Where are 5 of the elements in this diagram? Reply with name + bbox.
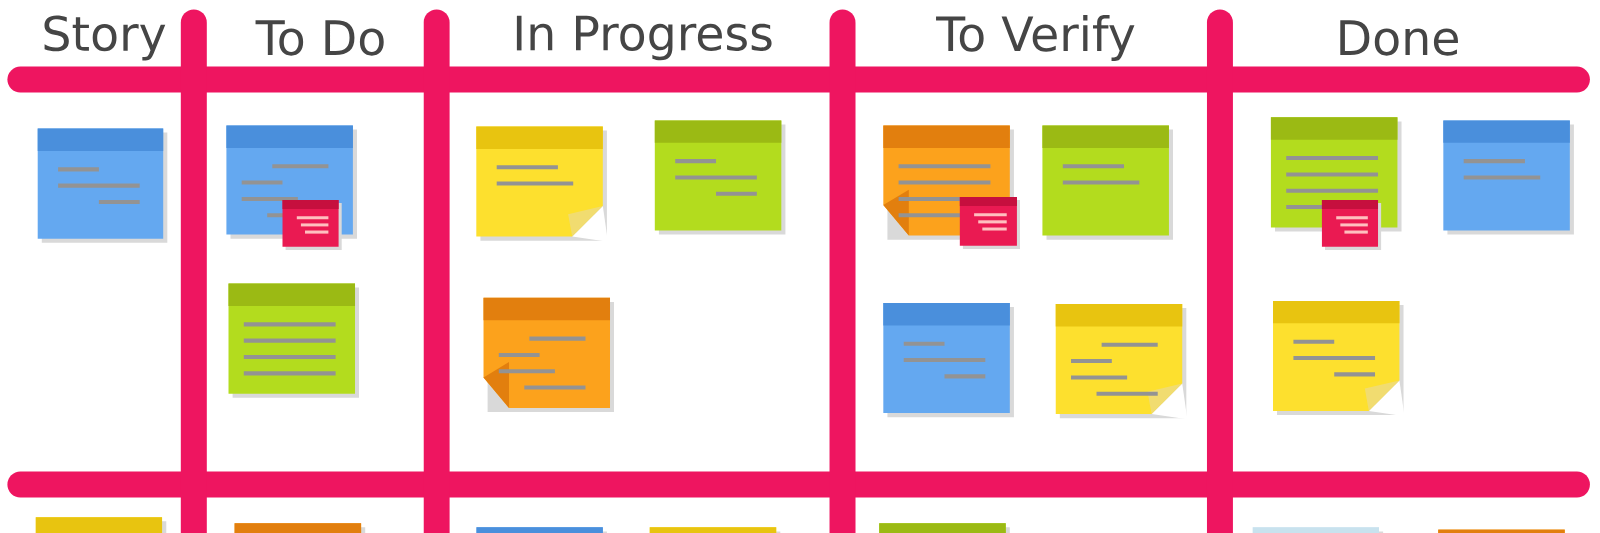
column-header: In Progress bbox=[516, 15, 772, 61]
column-header: Done bbox=[1340, 20, 1458, 56]
column-header: To Verify bbox=[936, 15, 1135, 61]
column-header: To Do bbox=[255, 20, 384, 56]
column-header: Story bbox=[44, 15, 166, 61]
